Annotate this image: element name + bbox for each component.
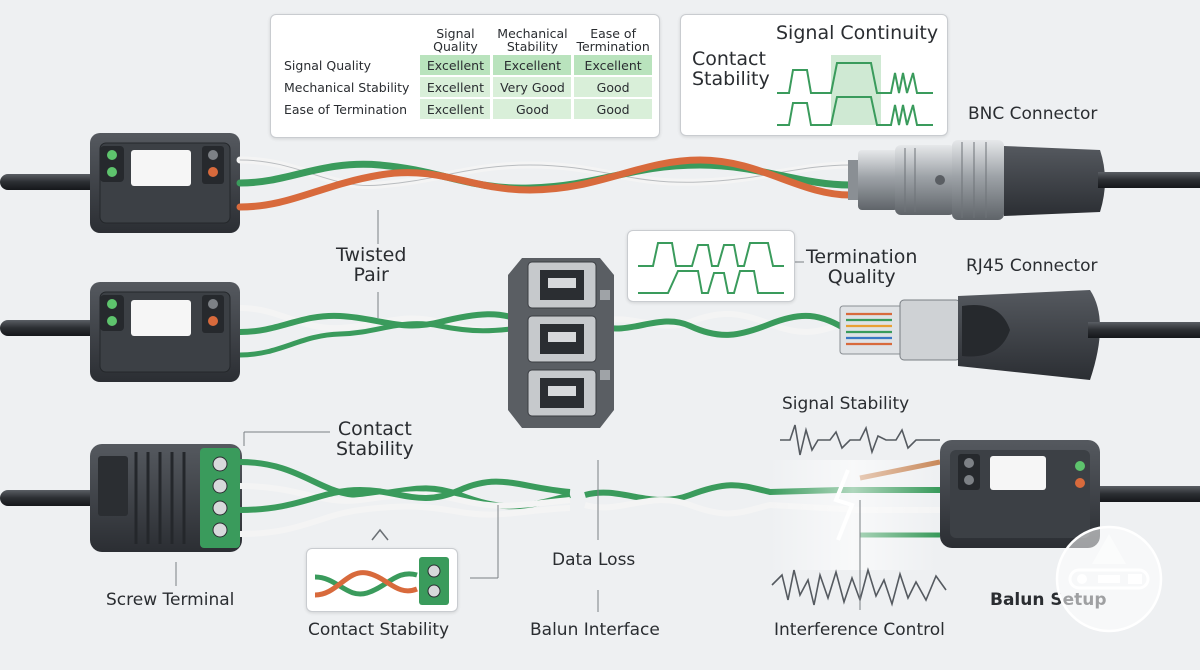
- table-cell: Good: [574, 77, 652, 97]
- col-header-ease-of-termination: Ease of Termination: [576, 25, 650, 54]
- col-header-mechanical-stability: Mechanical Stability: [497, 25, 568, 54]
- rj45-connector: [839, 290, 1200, 380]
- row1-twisted-pair: [236, 156, 854, 211]
- row1-balun: [0, 133, 240, 233]
- table-row: Mechanical Stability Excellent Very Good…: [280, 77, 652, 97]
- signal-stability-waveform: [780, 424, 940, 456]
- table-row: Signal Quality Excellent Excellent Excel…: [280, 55, 652, 75]
- screw-terminal-block: [200, 448, 240, 548]
- contact-stability-inset: [306, 548, 458, 612]
- signal-continuity-waveforms: [777, 55, 933, 126]
- label-contact-stability-mid: Contact Stability: [336, 418, 414, 460]
- label-data-loss: Data Loss: [552, 550, 636, 570]
- row1-left-cable: [0, 174, 100, 190]
- row-header-mechanical-stability: Mechanical Stability: [284, 79, 410, 95]
- row1-right-cable: [1098, 172, 1200, 188]
- row1-led-green: [107, 150, 117, 160]
- row2-balun: [0, 282, 240, 382]
- table-cell: Good: [493, 99, 572, 119]
- row3-screw-terminal-balun: [0, 444, 242, 552]
- row-header-ease-of-termination: Ease of Termination: [284, 101, 408, 117]
- label-termination-quality: Termination Quality: [806, 246, 918, 288]
- table-cell: Excellent: [420, 55, 491, 75]
- table-cell: Excellent: [493, 55, 572, 75]
- label-contact-stability-top: Contact Stability: [692, 48, 770, 90]
- table-row: Ease of Termination Excellent Good Good: [280, 99, 652, 119]
- table-cell: Excellent: [574, 55, 652, 75]
- termination-waveforms: [638, 242, 784, 294]
- label-signal-stability: Signal Stability: [782, 394, 910, 414]
- table-cell: Excellent: [420, 77, 491, 97]
- label-balun-interface: Balun Interface: [530, 620, 660, 640]
- row-header-signal-quality: Signal Quality: [284, 57, 372, 73]
- interference-glow: [768, 460, 938, 570]
- label-contact-stability-bottom: Contact Stability: [308, 620, 450, 640]
- col-header-signal-quality: Signal Quality: [433, 25, 478, 54]
- comparison-table: Signal Quality Mechanical Stability Ease…: [270, 14, 660, 138]
- break-mark: [833, 469, 855, 541]
- label-signal-continuity: Signal Continuity: [776, 22, 939, 44]
- row1-label-plate: [131, 150, 191, 186]
- rj45-jack-panel: [508, 258, 614, 428]
- table-cell: Very Good: [493, 77, 572, 97]
- contact-stability-illustration: [314, 557, 449, 605]
- watermark-icon: [1055, 525, 1163, 633]
- label-rj45-connector: RJ45 Connector: [966, 256, 1098, 276]
- row3-right-balun: [940, 440, 1200, 548]
- label-bnc-connector: BNC Connector: [968, 104, 1098, 124]
- label-screw-terminal: Screw Terminal: [106, 590, 235, 610]
- label-interference-control: Interference Control: [774, 620, 945, 640]
- termination-quality-inset: [627, 230, 795, 302]
- row2-twisted-pair: [239, 305, 852, 358]
- bnc-barrel: [858, 150, 898, 210]
- bnc-connector: [848, 140, 1200, 220]
- label-twisted-pair: Twisted Pair: [336, 244, 407, 286]
- table-cell: Good: [574, 99, 652, 119]
- signal-continuity-inset: [680, 14, 948, 136]
- interference-waveform: [771, 567, 947, 607]
- table-cell: Excellent: [420, 99, 491, 119]
